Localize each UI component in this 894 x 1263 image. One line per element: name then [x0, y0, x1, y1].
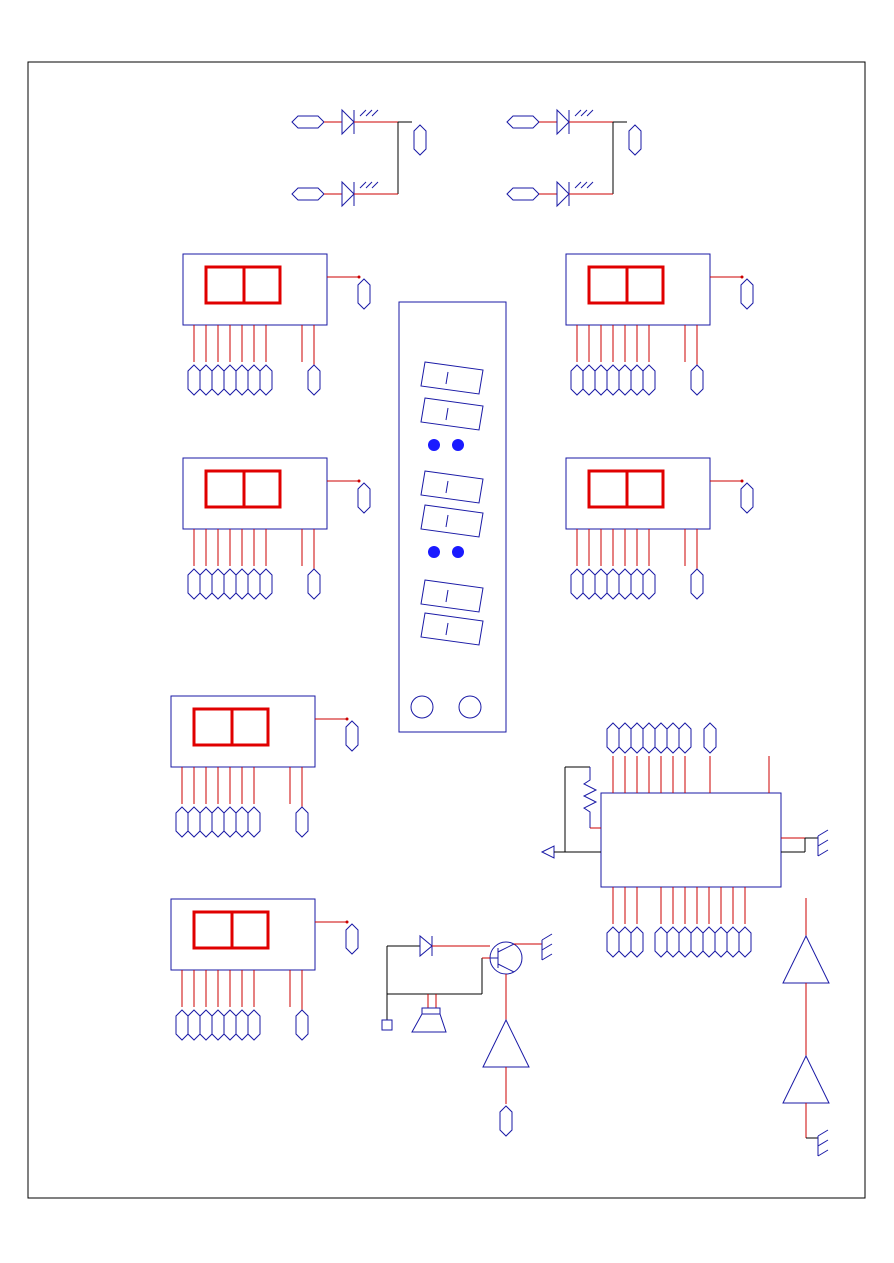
- buffer-chain: [782, 898, 830, 1157]
- panel-digit-2: [420, 397, 484, 431]
- panel-digit-4: [420, 504, 484, 538]
- led-pair-right: [507, 110, 641, 206]
- panel-button: [410, 695, 434, 719]
- panel-digit-1: [420, 361, 484, 395]
- colon-dot: [452, 546, 464, 558]
- colon-dot: [428, 546, 440, 558]
- speaker: [421, 1007, 441, 1015]
- seven-segment-module-1: [183, 254, 370, 395]
- buffer-gate: [482, 1018, 530, 1068]
- outer-frame: [27, 61, 866, 1199]
- panel-button: [458, 695, 482, 719]
- seven-segment-module-5: [171, 696, 358, 837]
- panel-digit-6: [420, 612, 484, 646]
- colon-dot: [428, 439, 440, 451]
- seven-segment-module-6: [171, 899, 358, 1040]
- buzzer-circuit: [381, 933, 553, 1137]
- mcu-left-circuit: [540, 766, 601, 859]
- buffer-gate: [782, 934, 830, 984]
- display-panel: [398, 301, 507, 733]
- seven-segment-module-2: [566, 254, 753, 395]
- mcu-ground-connection: [781, 829, 829, 857]
- panel-digit-3: [420, 470, 484, 504]
- colon-dot: [452, 439, 464, 451]
- microcontroller: [540, 722, 829, 958]
- mcu-bottom-pins: [606, 887, 752, 958]
- speaker-cone: [411, 1013, 447, 1033]
- seven-segment-module-4: [566, 458, 753, 599]
- seven-segment-module-3: [183, 458, 370, 599]
- mcu-top-pins: [606, 722, 770, 793]
- led-pair-left: [292, 110, 426, 206]
- panel-digit-5: [420, 579, 484, 613]
- buffer-gate: [782, 1054, 830, 1104]
